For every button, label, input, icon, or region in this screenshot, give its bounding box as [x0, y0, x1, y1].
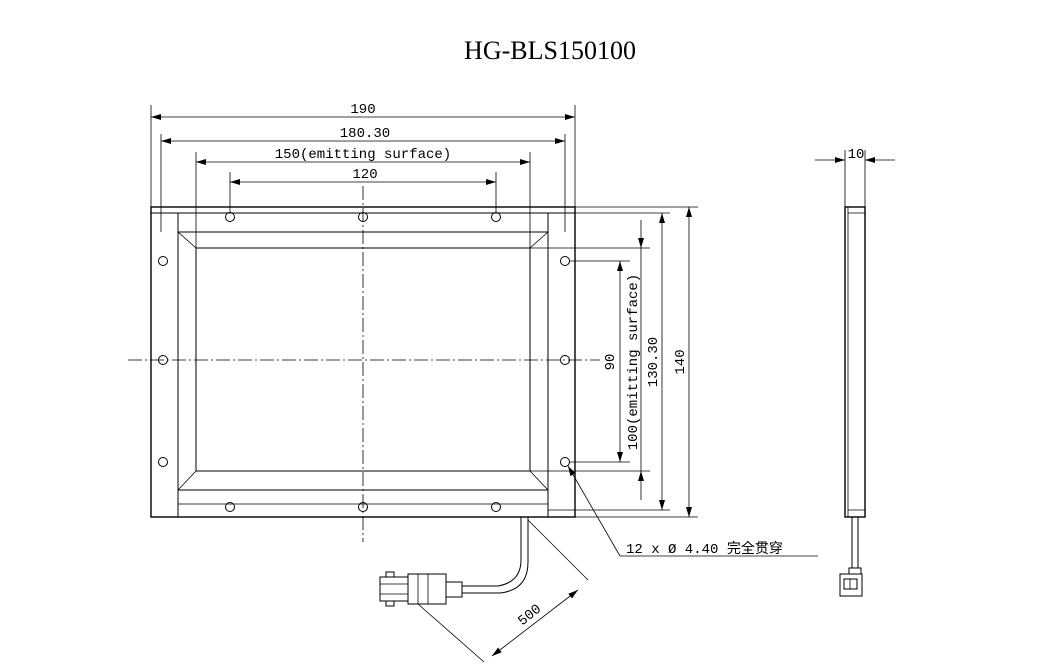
- mounting-hole: [560, 457, 570, 467]
- mounting-hole: [491, 212, 501, 222]
- mounting-hole: [491, 502, 501, 512]
- dim-hole-spacing-y: 90: [603, 354, 619, 371]
- dim-width-emitting: 150(emitting surface): [275, 147, 451, 163]
- side-profile: [844, 206, 866, 518]
- dim-height-overall: 140: [673, 349, 689, 374]
- hole-callout: 12 x Ø 4.40 完全贯穿: [567, 465, 818, 558]
- dim-height-emitting: 100(emitting surface): [626, 274, 642, 450]
- side-view: 10: [815, 147, 895, 597]
- dim-line-500: [491, 589, 579, 657]
- mounting-hole: [358, 212, 368, 222]
- mounting-hole: [158, 457, 168, 467]
- front-view: [128, 186, 600, 607]
- cable-assembly: [379, 517, 529, 607]
- connector-icon: [407, 573, 447, 605]
- mounting-hole: [225, 502, 235, 512]
- dim-thickness: 10: [848, 147, 865, 163]
- mounting-hole: [225, 212, 235, 222]
- mounting-hole: [560, 355, 570, 365]
- mounting-hole: [158, 355, 168, 365]
- mounting-hole: [358, 502, 368, 512]
- cable-length-dimension: 500: [417, 519, 589, 663]
- drawing-title: HG-BLS150100: [464, 36, 636, 65]
- vertical-dimensions: 140 130.30 100(emitting surface) 90: [530, 206, 698, 518]
- mounting-holes: [158, 212, 570, 512]
- left-side-bar: [150, 212, 179, 518]
- dim-width-overall: 190: [350, 102, 375, 118]
- side-connector-icon: [839, 573, 863, 597]
- mounting-hole: [158, 256, 168, 266]
- dim-hole-spacing-x: 120: [352, 167, 377, 183]
- horizontal-dimensions: 190 180.30 150(emitting surface) 120: [150, 102, 576, 248]
- dim-cable-length: 500: [515, 602, 545, 630]
- mounting-hole: [560, 256, 570, 266]
- hole-spec-note: 12 x Ø 4.40 完全贯穿: [626, 540, 783, 558]
- dim-width-frame: 180.30: [340, 126, 390, 142]
- dim-height-frame: 130.30: [646, 337, 662, 387]
